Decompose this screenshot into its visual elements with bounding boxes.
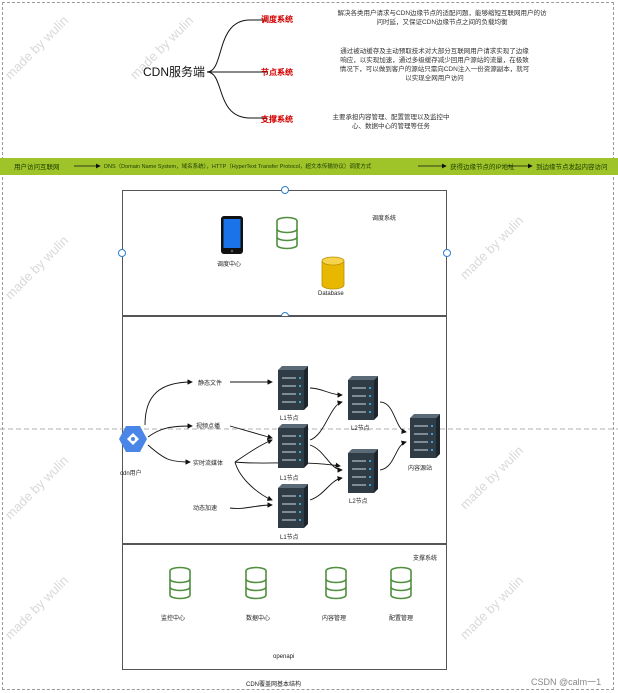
resize-handle-right[interactable] bbox=[443, 249, 451, 257]
request-type-vod: 视频点播 bbox=[196, 424, 221, 430]
branch-support-label: 支撑系统 bbox=[261, 115, 293, 124]
support-panel bbox=[122, 544, 447, 670]
server-icon bbox=[348, 376, 378, 420]
l2-label: L2节点 bbox=[351, 426, 370, 432]
resize-handle-left[interactable] bbox=[118, 249, 126, 257]
csdn-credit: CSDN @calm一1 bbox=[531, 677, 602, 687]
flow-step-edge-ip: 获得边缘节点的IP地址 bbox=[450, 164, 515, 171]
scheduling-title: 调度系统 bbox=[372, 216, 397, 222]
flow-bar bbox=[0, 158, 618, 175]
support-item-label: 监控中心 bbox=[161, 616, 186, 622]
support-item-label: 内容管理 bbox=[322, 616, 347, 622]
database-green-icon bbox=[245, 566, 267, 600]
origin-label: 内容源站 bbox=[408, 466, 433, 472]
branch-support-desc: 主要承担内容管理、配置管理以及监控中 心、数据中心的管理等任务 bbox=[332, 114, 450, 130]
flow-step-access: 用户访问互联网 bbox=[14, 164, 60, 171]
server-icon bbox=[410, 414, 440, 458]
scheduling-panel bbox=[122, 190, 447, 316]
cdn-user-icon[interactable] bbox=[118, 425, 148, 453]
mobile-icon bbox=[221, 216, 243, 254]
support-item-label: 配置管理 bbox=[389, 616, 414, 622]
flow-step-dns: DNS（Domain Name System，域名系统），HTTP（HyperT… bbox=[104, 164, 372, 170]
flow-arrows bbox=[74, 163, 533, 169]
l1-label: L1节点 bbox=[280, 476, 299, 482]
branch-scheduling-desc: 解决各类用户请求与CDN边缘节点的适配问题，能够缩短互联网用户的访 问时延，又保… bbox=[337, 10, 547, 26]
branch-node-desc: 通过被动缓存及主动预取技术对大部分互联网用户请求实现了边缘 响应，以实现加速，通… bbox=[339, 48, 530, 82]
database-green-icon bbox=[325, 566, 347, 600]
server-title: CDN服务端 bbox=[143, 65, 205, 79]
mobile-label: 调度中心 bbox=[217, 262, 242, 268]
server-icon bbox=[278, 366, 308, 410]
openapi-label: openapi bbox=[273, 654, 295, 660]
server-icon bbox=[278, 484, 308, 528]
request-type-live: 实时流媒体 bbox=[193, 461, 224, 467]
database-green-icon bbox=[276, 216, 298, 250]
l2-label: L2节点 bbox=[349, 499, 368, 505]
branch-scheduling-label: 调度系统 bbox=[261, 15, 293, 24]
database-label: Database bbox=[318, 291, 344, 297]
flow-step-request: 到边缘节点发起内容访问 bbox=[536, 164, 608, 171]
request-type-dynamic: 动态加速 bbox=[193, 506, 218, 512]
l1-label: L1节点 bbox=[280, 535, 299, 541]
support-item-label: 数据中心 bbox=[246, 616, 271, 622]
diagram-caption: CDN覆盖网基本结构 bbox=[246, 682, 301, 688]
mindmap-connectors bbox=[206, 19, 267, 119]
l1-label: L1节点 bbox=[280, 416, 299, 422]
database-yellow-icon bbox=[321, 256, 345, 290]
database-green-icon bbox=[169, 566, 191, 600]
cdn-user-label: cdn用户 bbox=[120, 471, 142, 477]
server-icon bbox=[348, 449, 378, 493]
branch-node-label: 节点系统 bbox=[261, 68, 293, 77]
support-title: 支撑系统 bbox=[413, 556, 438, 562]
server-icon bbox=[278, 424, 308, 468]
database-green-icon bbox=[390, 566, 412, 600]
resize-handle-top[interactable] bbox=[281, 186, 289, 194]
request-type-static: 静态文件 bbox=[198, 381, 223, 387]
